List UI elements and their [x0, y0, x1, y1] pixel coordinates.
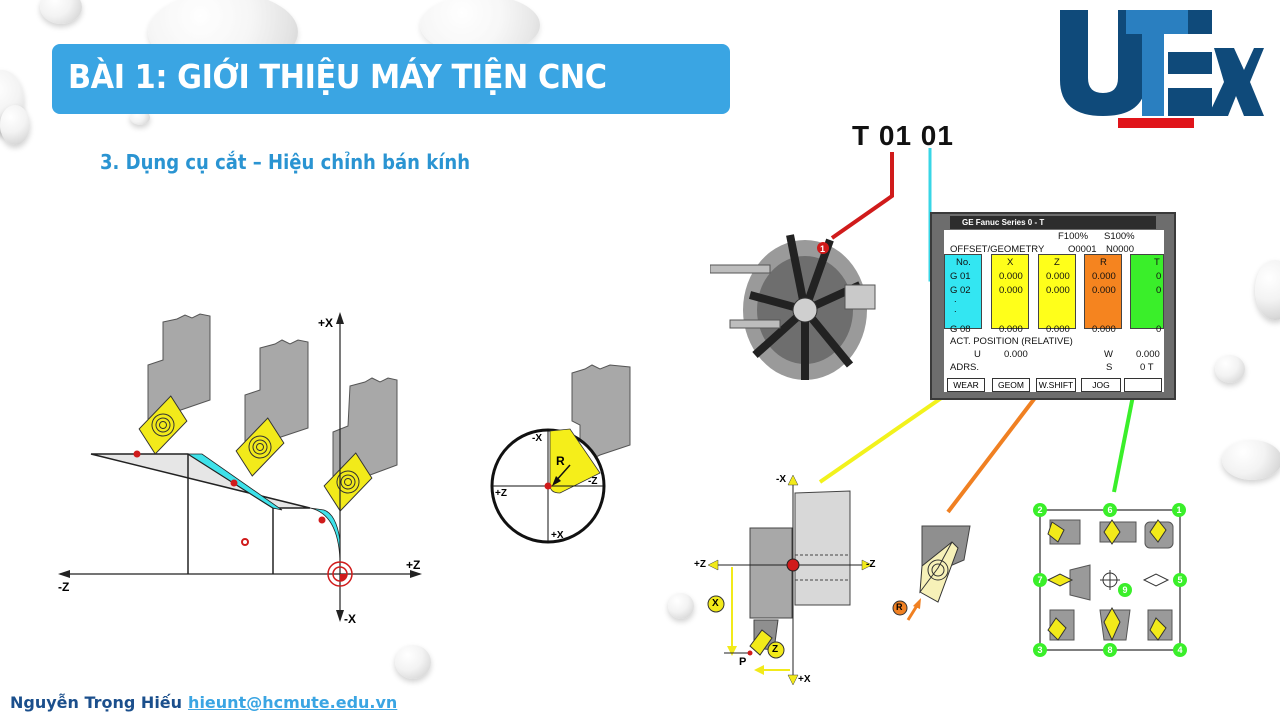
row-no: G 01 — [950, 271, 971, 282]
column-r — [1084, 254, 1122, 329]
row-t: 0 — [1156, 285, 1162, 296]
row-t: 0 — [1156, 271, 1162, 282]
row-z: 0.000 — [1046, 271, 1070, 282]
svg-text:1: 1 — [820, 244, 825, 254]
tip-position-6: 6 — [1103, 503, 1117, 517]
row-r: 0.000 — [1092, 285, 1116, 296]
decor-drop — [1215, 355, 1245, 383]
row-z: 0.000 — [1046, 285, 1070, 296]
tip-position-4: 4 — [1173, 643, 1187, 657]
utex-logo — [1058, 8, 1264, 130]
softkey-geom[interactable]: GEOM — [992, 378, 1030, 392]
circle-label-radius: R — [556, 454, 565, 468]
decor-drop — [395, 645, 431, 679]
tip-position-8: 8 — [1103, 643, 1117, 657]
w-value: 0.000 — [1136, 349, 1160, 360]
row-no: G 02 — [950, 285, 971, 296]
w-label: W — [1104, 349, 1113, 360]
axis-label-minus-x: -X — [344, 612, 356, 626]
circle-label-minus-x: -X — [532, 433, 542, 444]
radius-compensation-diagram: +X -X +Z -Z — [50, 300, 450, 640]
offset-label-plus-x: +X — [798, 674, 811, 685]
tip-position-3: 3 — [1033, 643, 1047, 657]
row-x: 0.000 — [999, 324, 1023, 335]
author-email-link[interactable]: hieunt@hcmute.edu.vn — [188, 693, 398, 712]
header-no: No. — [956, 257, 971, 268]
axis-label-plus-x: +X — [318, 316, 334, 330]
row-t: 0 — [1156, 324, 1162, 335]
sequence-number: N0000 — [1106, 244, 1134, 255]
row-r: 0.000 — [1092, 271, 1116, 282]
circle-label-plus-z: +Z — [495, 488, 507, 499]
slide-footer: Nguyễn Trọng Hiếu hieunt@hcmute.edu.vn — [10, 693, 397, 712]
decor-drop — [1255, 260, 1280, 320]
offset-label-plus-z: +Z — [694, 559, 706, 570]
row-z: 0.000 — [1046, 324, 1070, 335]
slide-subtitle: 3. Dụng cụ cắt – Hiệu chỉnh bán kính — [100, 150, 471, 174]
header-x: X — [1007, 257, 1014, 268]
tip-position-2: 2 — [1033, 503, 1047, 517]
screen-mode: OFFSET/GEOMETRY — [950, 244, 1045, 255]
ellipsis-dot: . — [954, 294, 957, 305]
circle-label-plus-x: +X — [551, 530, 564, 541]
circle-label-minus-z: -Z — [588, 476, 598, 487]
spindle-override: S100% — [1104, 231, 1135, 242]
column-t — [1130, 254, 1164, 329]
offset-label-z: Z — [772, 644, 779, 655]
tip-position-5: 5 — [1173, 573, 1187, 587]
nose-radius-insert-diagram: R — [880, 510, 980, 630]
column-no — [944, 254, 982, 329]
softkey-wear[interactable]: WEAR — [947, 378, 985, 392]
axis-label-plus-z: +Z — [406, 558, 421, 572]
decor-drop — [0, 105, 30, 145]
act-position-label: ACT. POSITION (RELATIVE) — [950, 336, 1073, 347]
panel-title: GE Fanuc Series 0 - T — [950, 216, 1156, 229]
radius-label: R — [896, 602, 903, 612]
tip-position-9: 9 — [1118, 583, 1132, 597]
program-number: O0001 — [1068, 244, 1097, 255]
tool-code-label: T 01 01 — [852, 120, 954, 151]
tip-position-7: 7 — [1033, 573, 1047, 587]
row-x: 0.000 — [999, 271, 1023, 282]
offset-label-minus-z: -Z — [866, 559, 876, 570]
ellipsis-dot: . — [954, 304, 957, 315]
offset-label-minus-x: -X — [776, 474, 786, 485]
row-no: G 08 — [950, 324, 971, 335]
adrs-label: ADRS. — [950, 362, 980, 373]
header-z: Z — [1054, 257, 1060, 268]
offset-label-p: P — [739, 656, 747, 668]
softkey-jog[interactable]: JOG — [1081, 378, 1121, 392]
softkey-wshift[interactable]: W.SHIFT — [1036, 378, 1076, 392]
softkey-blank[interactable] — [1124, 378, 1162, 392]
offset-screen: F100% S100% OFFSET/GEOMETRY O0001 N0000 … — [944, 230, 1164, 392]
s-label: S — [1106, 362, 1113, 373]
s-value: 0 T — [1140, 362, 1154, 373]
axis-label-minus-z: -Z — [58, 580, 70, 594]
tool-turret-image: 1 — [709, 225, 890, 390]
tool-nose-radius-diagram: -X +X +Z -Z R — [480, 355, 640, 550]
decor-drop — [668, 593, 694, 619]
column-z — [1038, 254, 1076, 329]
header-t: T — [1154, 257, 1160, 268]
fanuc-offset-panel: GE Fanuc Series 0 - T F100% S100% OFFSET… — [930, 212, 1176, 400]
tip-position-1: 1 — [1172, 503, 1186, 517]
tool-offset-geometry-diagram: -X +X +Z -Z X Z P — [690, 470, 890, 690]
u-label: U — [974, 349, 981, 360]
header-r: R — [1100, 257, 1107, 268]
u-value: 0.000 — [1004, 349, 1028, 360]
row-x: 0.000 — [999, 285, 1023, 296]
slide-title: BÀI 1: GIỚI THIỆU MÁY TIỆN CNC — [68, 57, 607, 96]
tool-tip-position-diagram: 1 2 3 4 5 6 7 8 9 — [1030, 500, 1190, 660]
author-name: Nguyễn Trọng Hiếu — [10, 693, 183, 712]
decor-drop — [1222, 440, 1280, 480]
offset-label-x: X — [712, 598, 719, 609]
column-x — [991, 254, 1029, 329]
row-r: 0.000 — [1092, 324, 1116, 335]
slide-title-bar — [52, 44, 730, 114]
feed-override: F100% — [1058, 231, 1089, 242]
